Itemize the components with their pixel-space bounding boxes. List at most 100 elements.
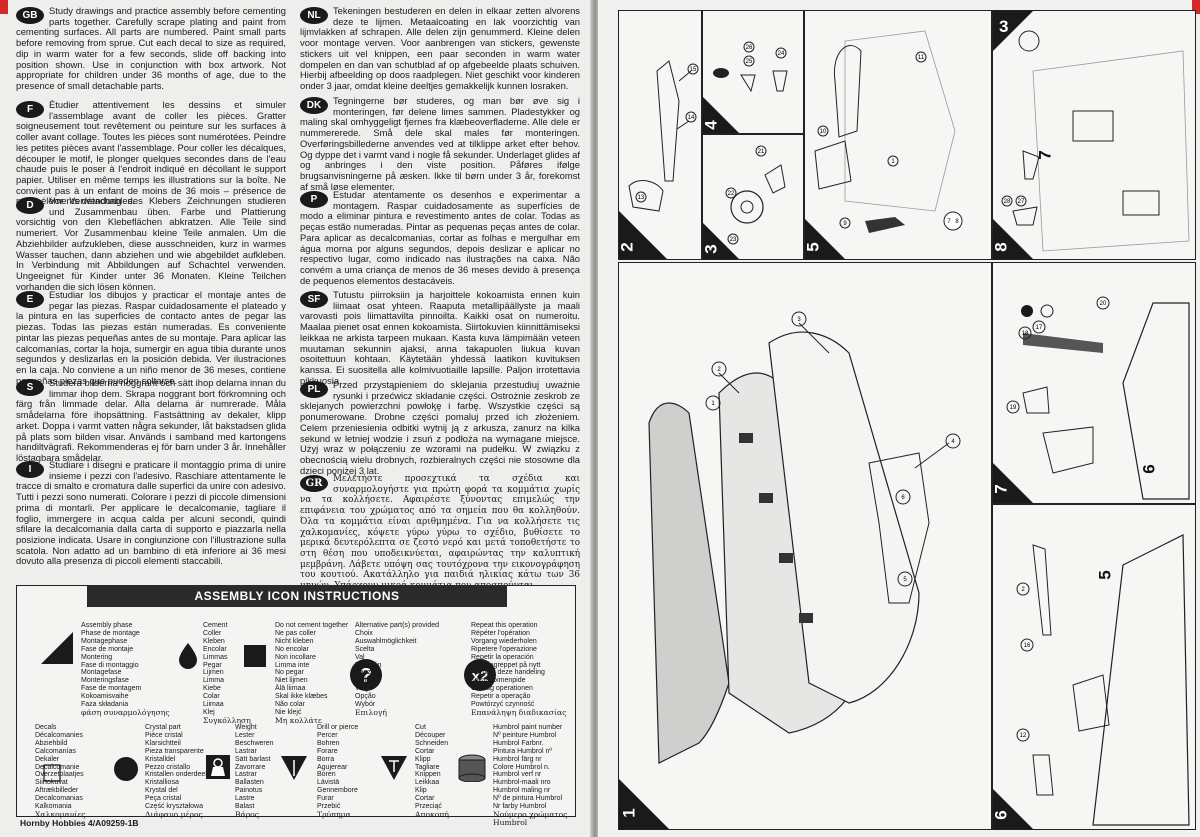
language-badge: SF: [300, 291, 328, 308]
instruction-text: Vor Verwendung des Klebers Zeichnungen s…: [16, 195, 286, 292]
language-badge: S: [16, 379, 44, 396]
instruction-text: Tekeningen bestuderen en delen in elkaar…: [300, 5, 580, 91]
svg-text:x2: x2: [472, 668, 489, 685]
language-badge: NL: [300, 7, 328, 24]
svg-text:28: 28: [1004, 199, 1011, 205]
step-7-cell: 17 18 20 19 6 7: [992, 262, 1196, 504]
svg-text:12: 12: [1020, 733, 1027, 739]
language-badge: E: [16, 291, 44, 308]
instruction-dk: DK Tegningerne bør studeres, og man bør …: [300, 95, 580, 192]
language-badge: GR: [300, 475, 328, 492]
svg-text:21: 21: [758, 149, 765, 155]
svg-text:3: 3: [797, 317, 801, 323]
instruction-se: S Studera bilderna noggrant och sätt iho…: [16, 377, 286, 464]
assembly-diagram-sheet: 15 14 13 2 26 25 24 4 22: [598, 0, 1200, 837]
instruction-text: Estudiar los dibujos y practicar el mont…: [16, 289, 286, 386]
svg-text:13: 13: [638, 195, 645, 201]
footer-code: Hornby Hobbies 4/A09259-1B: [20, 818, 139, 828]
svg-text:8: 8: [955, 219, 959, 225]
instruction-sheet-left: GB Study drawings and practice assembly …: [0, 0, 592, 837]
language-badge: I: [16, 461, 44, 478]
step-6-cell: 2 16 12 5 6: [992, 504, 1196, 830]
svg-text:22: 22: [728, 191, 735, 197]
instruction-pt: P Estudar atentamente os desenhos e expe…: [300, 189, 580, 286]
svg-text:19: 19: [1010, 405, 1017, 411]
instruction-fr: F Étudier attentivement les dessins et s…: [16, 99, 286, 207]
instruction-fi: SF Tutustu piirroksiin ja harjoittele ko…: [300, 289, 580, 386]
instruction-pl: PL Przed przystąpieniem do sklejania prz…: [300, 379, 580, 476]
red-corner-mark: [0, 0, 8, 14]
step-8-cell: 28 27 3 7 8: [992, 10, 1196, 260]
instruction-nl: NL Tekeningen bestuderen en delen in elk…: [300, 5, 580, 92]
svg-text:11: 11: [918, 55, 925, 61]
svg-text:7: 7: [947, 219, 951, 225]
svg-text:24: 24: [778, 51, 785, 57]
step-5-cell: 11 10 1 9 7 8 5: [804, 10, 992, 260]
svg-text:14: 14: [688, 115, 695, 121]
step-number-top: 3: [999, 17, 1009, 36]
svg-text:18: 18: [1022, 331, 1029, 337]
instruction-text: Étudier attentivement les dessins et sim…: [16, 99, 286, 207]
svg-text:2: 2: [717, 367, 721, 373]
instruction-es: E Estudiar los dibujos y practicar el mo…: [16, 289, 286, 386]
language-badge: GB: [16, 7, 44, 24]
svg-text:4: 4: [951, 439, 955, 445]
svg-text:27: 27: [1018, 199, 1025, 205]
svg-text:25: 25: [746, 59, 753, 65]
svg-text:2: 2: [1021, 587, 1025, 593]
step-number: 3: [702, 244, 721, 254]
instruction-text: Tegningerne bør studeres, og man bør øve…: [300, 95, 580, 192]
instruction-text: Study drawings and practice assembly bef…: [16, 5, 286, 91]
step-number: 5: [804, 242, 823, 252]
step-4-cell: 26 25 24 4: [702, 10, 804, 134]
step-1-cell: 3 2 1 4 6 5 1: [618, 262, 992, 830]
step-number: 8: [992, 242, 1011, 252]
step-number-inner: 5: [1095, 570, 1115, 580]
svg-text:9: 9: [843, 221, 847, 227]
svg-text:15: 15: [690, 67, 697, 73]
step-number: 6: [992, 810, 1011, 820]
language-badge: D: [16, 197, 44, 214]
step-3-cell: 22 21 23 3: [702, 134, 804, 260]
svg-text:10: 10: [820, 129, 827, 135]
step-2-cell: 15 14 13 2: [618, 10, 702, 260]
step-number: 4: [702, 120, 721, 130]
svg-text:6: 6: [901, 495, 905, 501]
svg-text:17: 17: [1036, 325, 1043, 331]
instruction-gr: GR Μελετήστε προσεχτικά τα σχέδια και συ…: [300, 474, 580, 592]
instruction-text: Tutustu piirroksiin ja harjoittele kokoa…: [300, 289, 580, 386]
svg-text:16: 16: [1024, 643, 1031, 649]
svg-text:1: 1: [711, 401, 715, 407]
svg-text:5: 5: [903, 577, 907, 583]
step-number: 7: [992, 484, 1011, 494]
instruction-text: Μελετήστε προσεχτικά τα σχέδια και συναρ…: [300, 474, 580, 591]
language-badge: P: [300, 191, 328, 208]
step-number: 1: [619, 808, 639, 818]
language-badge: F: [16, 101, 44, 118]
step-number-inner: 6: [1139, 464, 1159, 474]
instruction-de: D Vor Verwendung des Klebers Zeichnungen…: [16, 195, 286, 292]
page-fold: [590, 0, 600, 837]
instruction-text: Studiare i disegni e praticare il montag…: [16, 459, 286, 567]
language-badge: PL: [300, 381, 328, 398]
instruction-gb: GB Study drawings and practice assembly …: [16, 5, 286, 92]
svg-text:?: ?: [360, 665, 372, 687]
svg-text:26: 26: [746, 45, 753, 51]
instruction-text: Przed przystąpieniem do sklejania przest…: [300, 379, 580, 476]
step-number-mid: 7: [1035, 150, 1055, 160]
svg-text:23: 23: [730, 237, 737, 243]
icon-panel-title: ASSEMBLY ICON INSTRUCTIONS: [87, 585, 507, 607]
red-corner-mark: [1192, 0, 1200, 14]
svg-text:1: 1: [891, 159, 895, 165]
